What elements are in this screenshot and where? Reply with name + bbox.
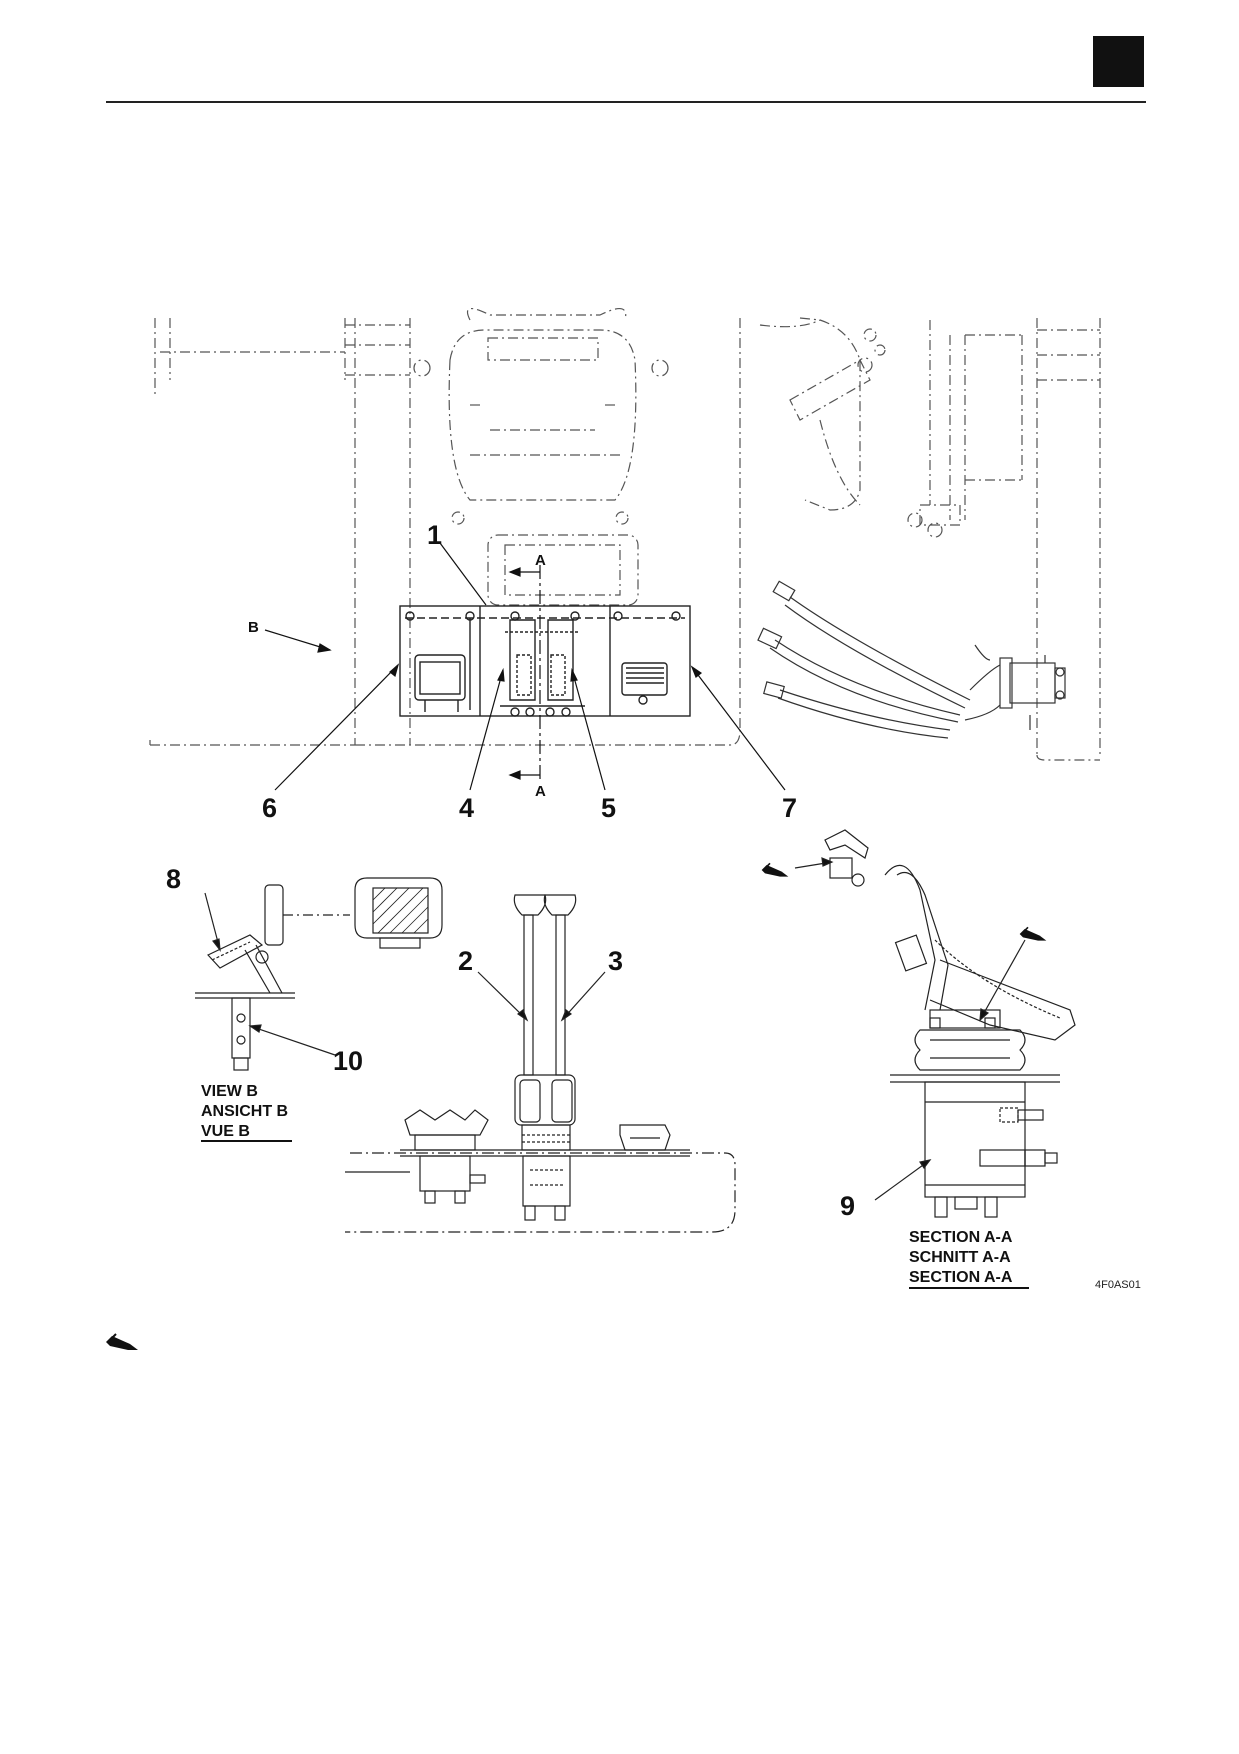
section-caption-fr: SECTION A-A	[909, 1269, 1013, 1286]
section-caption: SECTION A-A SCHNITT A-A SECTION A-A	[909, 1228, 1012, 1288]
callout-6: 6	[262, 793, 278, 823]
pen-note-icon	[761, 862, 789, 877]
view-b-marker: B	[248, 619, 259, 636]
section-caption-en: SECTION A-A	[909, 1229, 1013, 1246]
view-b-caption-de: ANSICHT B	[201, 1103, 289, 1120]
view-b-caption-en: VIEW B	[201, 1083, 258, 1100]
view-b-drawing	[195, 877, 443, 1071]
callout-5: 5	[601, 793, 617, 823]
section-a-a-drawing	[794, 829, 1076, 1218]
console-plate-plan	[399, 605, 691, 717]
view-b-caption-fr: VUE B	[201, 1123, 250, 1140]
view-b-caption-rule	[201, 1140, 292, 1142]
section-line-a-a	[508, 565, 541, 780]
figure-code: 4F0AS01	[1095, 1279, 1141, 1291]
pen-note-icon	[1019, 926, 1047, 941]
leader-lines-top	[264, 542, 786, 791]
section-caption-rule	[909, 1287, 1029, 1289]
section-mark-bottom: A	[535, 783, 546, 800]
callout-8: 8	[166, 864, 182, 894]
hose-assembly	[757, 580, 1066, 739]
callout-3: 3	[608, 946, 624, 976]
pen-note-icon	[106, 1333, 138, 1350]
callout-7: 7	[782, 793, 798, 823]
callout-2: 2	[458, 946, 474, 976]
chapter-tab-marker	[1093, 36, 1144, 87]
lever-elevation-drawing	[345, 894, 736, 1233]
view-b-caption: VIEW B ANSICHT B VUE B	[201, 1082, 288, 1142]
header-rule	[106, 101, 1146, 103]
phantom-cab-structure	[149, 308, 1101, 761]
section-mark-top: A	[535, 552, 546, 569]
section-caption-de: SCHNITT A-A	[909, 1249, 1011, 1266]
callout-4: 4	[459, 793, 475, 823]
callout-9: 9	[840, 1191, 856, 1221]
callout-1: 1	[427, 520, 443, 550]
callout-10: 10	[333, 1046, 364, 1076]
